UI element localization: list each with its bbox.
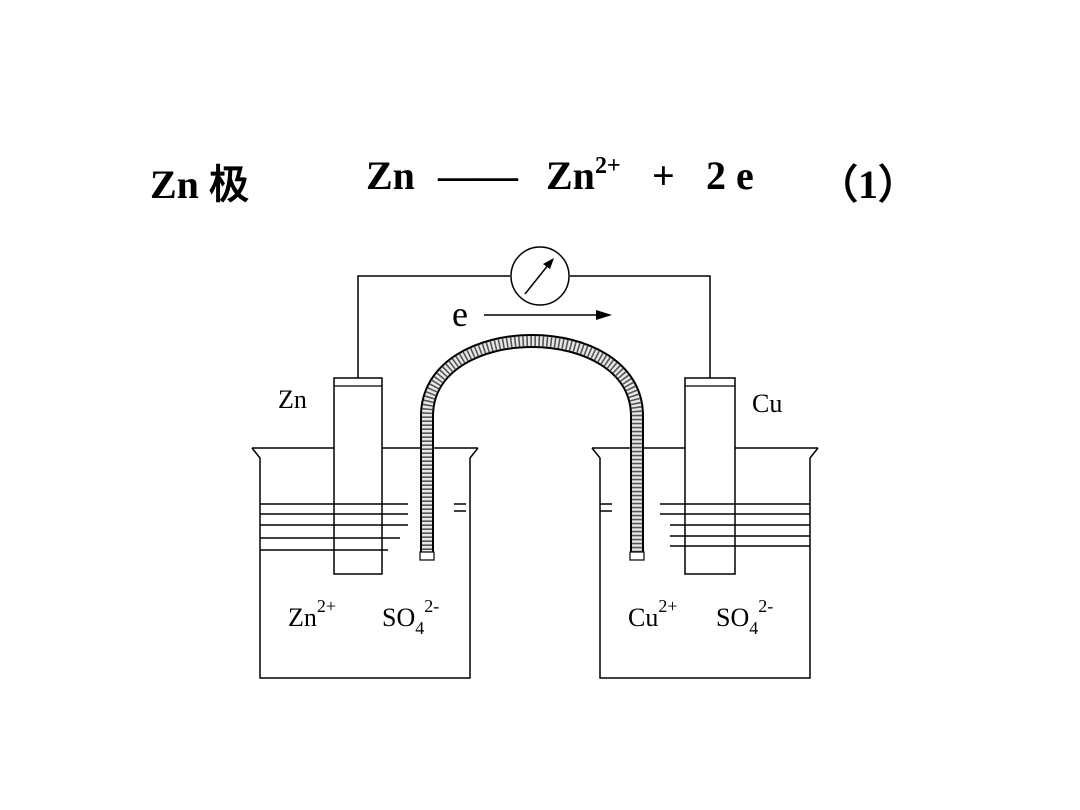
right-copper-ion-label: Cu2+ bbox=[628, 596, 678, 632]
electrode-label: Zn 极 bbox=[150, 162, 249, 207]
product-zn-charge: 2+ bbox=[594, 153, 621, 179]
plus-sign: + bbox=[652, 153, 675, 198]
electron-label: e bbox=[452, 294, 468, 334]
zinc-electrode-label: Zn bbox=[278, 385, 307, 414]
salt-bridge bbox=[419, 334, 645, 561]
galvanometer-needle-icon bbox=[524, 258, 554, 295]
copper-electrode bbox=[684, 377, 736, 575]
electron-flow-arrow bbox=[484, 310, 612, 320]
reaction-arrow: —— bbox=[438, 153, 518, 198]
reactant-zn: Zn bbox=[366, 153, 415, 198]
left-sulfate-ion-label: SO42- bbox=[382, 596, 439, 638]
right-copper-ion-charge: 2+ bbox=[658, 596, 677, 616]
right-sulfate-subscript: 4 bbox=[749, 618, 758, 638]
left-solution-surface bbox=[260, 503, 466, 551]
galvanic-cell-diagram: e bbox=[240, 236, 840, 688]
product-zn-ion: Zn2+ bbox=[546, 152, 621, 199]
left-zinc-ion-base: Zn bbox=[288, 603, 317, 632]
left-zinc-ion-label: Zn2+ bbox=[288, 596, 336, 632]
left-sulfate-base: SO bbox=[382, 603, 415, 632]
electrons-term: 2 e bbox=[706, 153, 754, 198]
right-sulfate-base: SO bbox=[716, 603, 749, 632]
left-sulfate-subscript: 4 bbox=[415, 618, 424, 638]
zinc-electrode bbox=[333, 377, 383, 575]
half-reaction-equation: Zn 极 Zn —— Zn2+ + 2 e （1） bbox=[0, 152, 1080, 212]
left-beaker bbox=[251, 447, 479, 679]
galvanic-cell-svg: e bbox=[251, 246, 819, 679]
right-solution-surface bbox=[600, 503, 810, 547]
left-sulfate-charge: 2- bbox=[424, 596, 439, 616]
external-wire bbox=[357, 275, 711, 378]
equation-number: （1） bbox=[818, 162, 918, 207]
product-zn-base: Zn bbox=[546, 153, 595, 198]
right-sulfate-charge: 2- bbox=[758, 596, 773, 616]
right-copper-ion-base: Cu bbox=[628, 603, 658, 632]
right-sulfate-ion-label: SO42- bbox=[716, 596, 773, 638]
left-zinc-ion-charge: 2+ bbox=[317, 596, 336, 616]
galvanometer bbox=[510, 246, 570, 306]
right-beaker bbox=[591, 447, 819, 679]
copper-electrode-label: Cu bbox=[752, 389, 782, 418]
